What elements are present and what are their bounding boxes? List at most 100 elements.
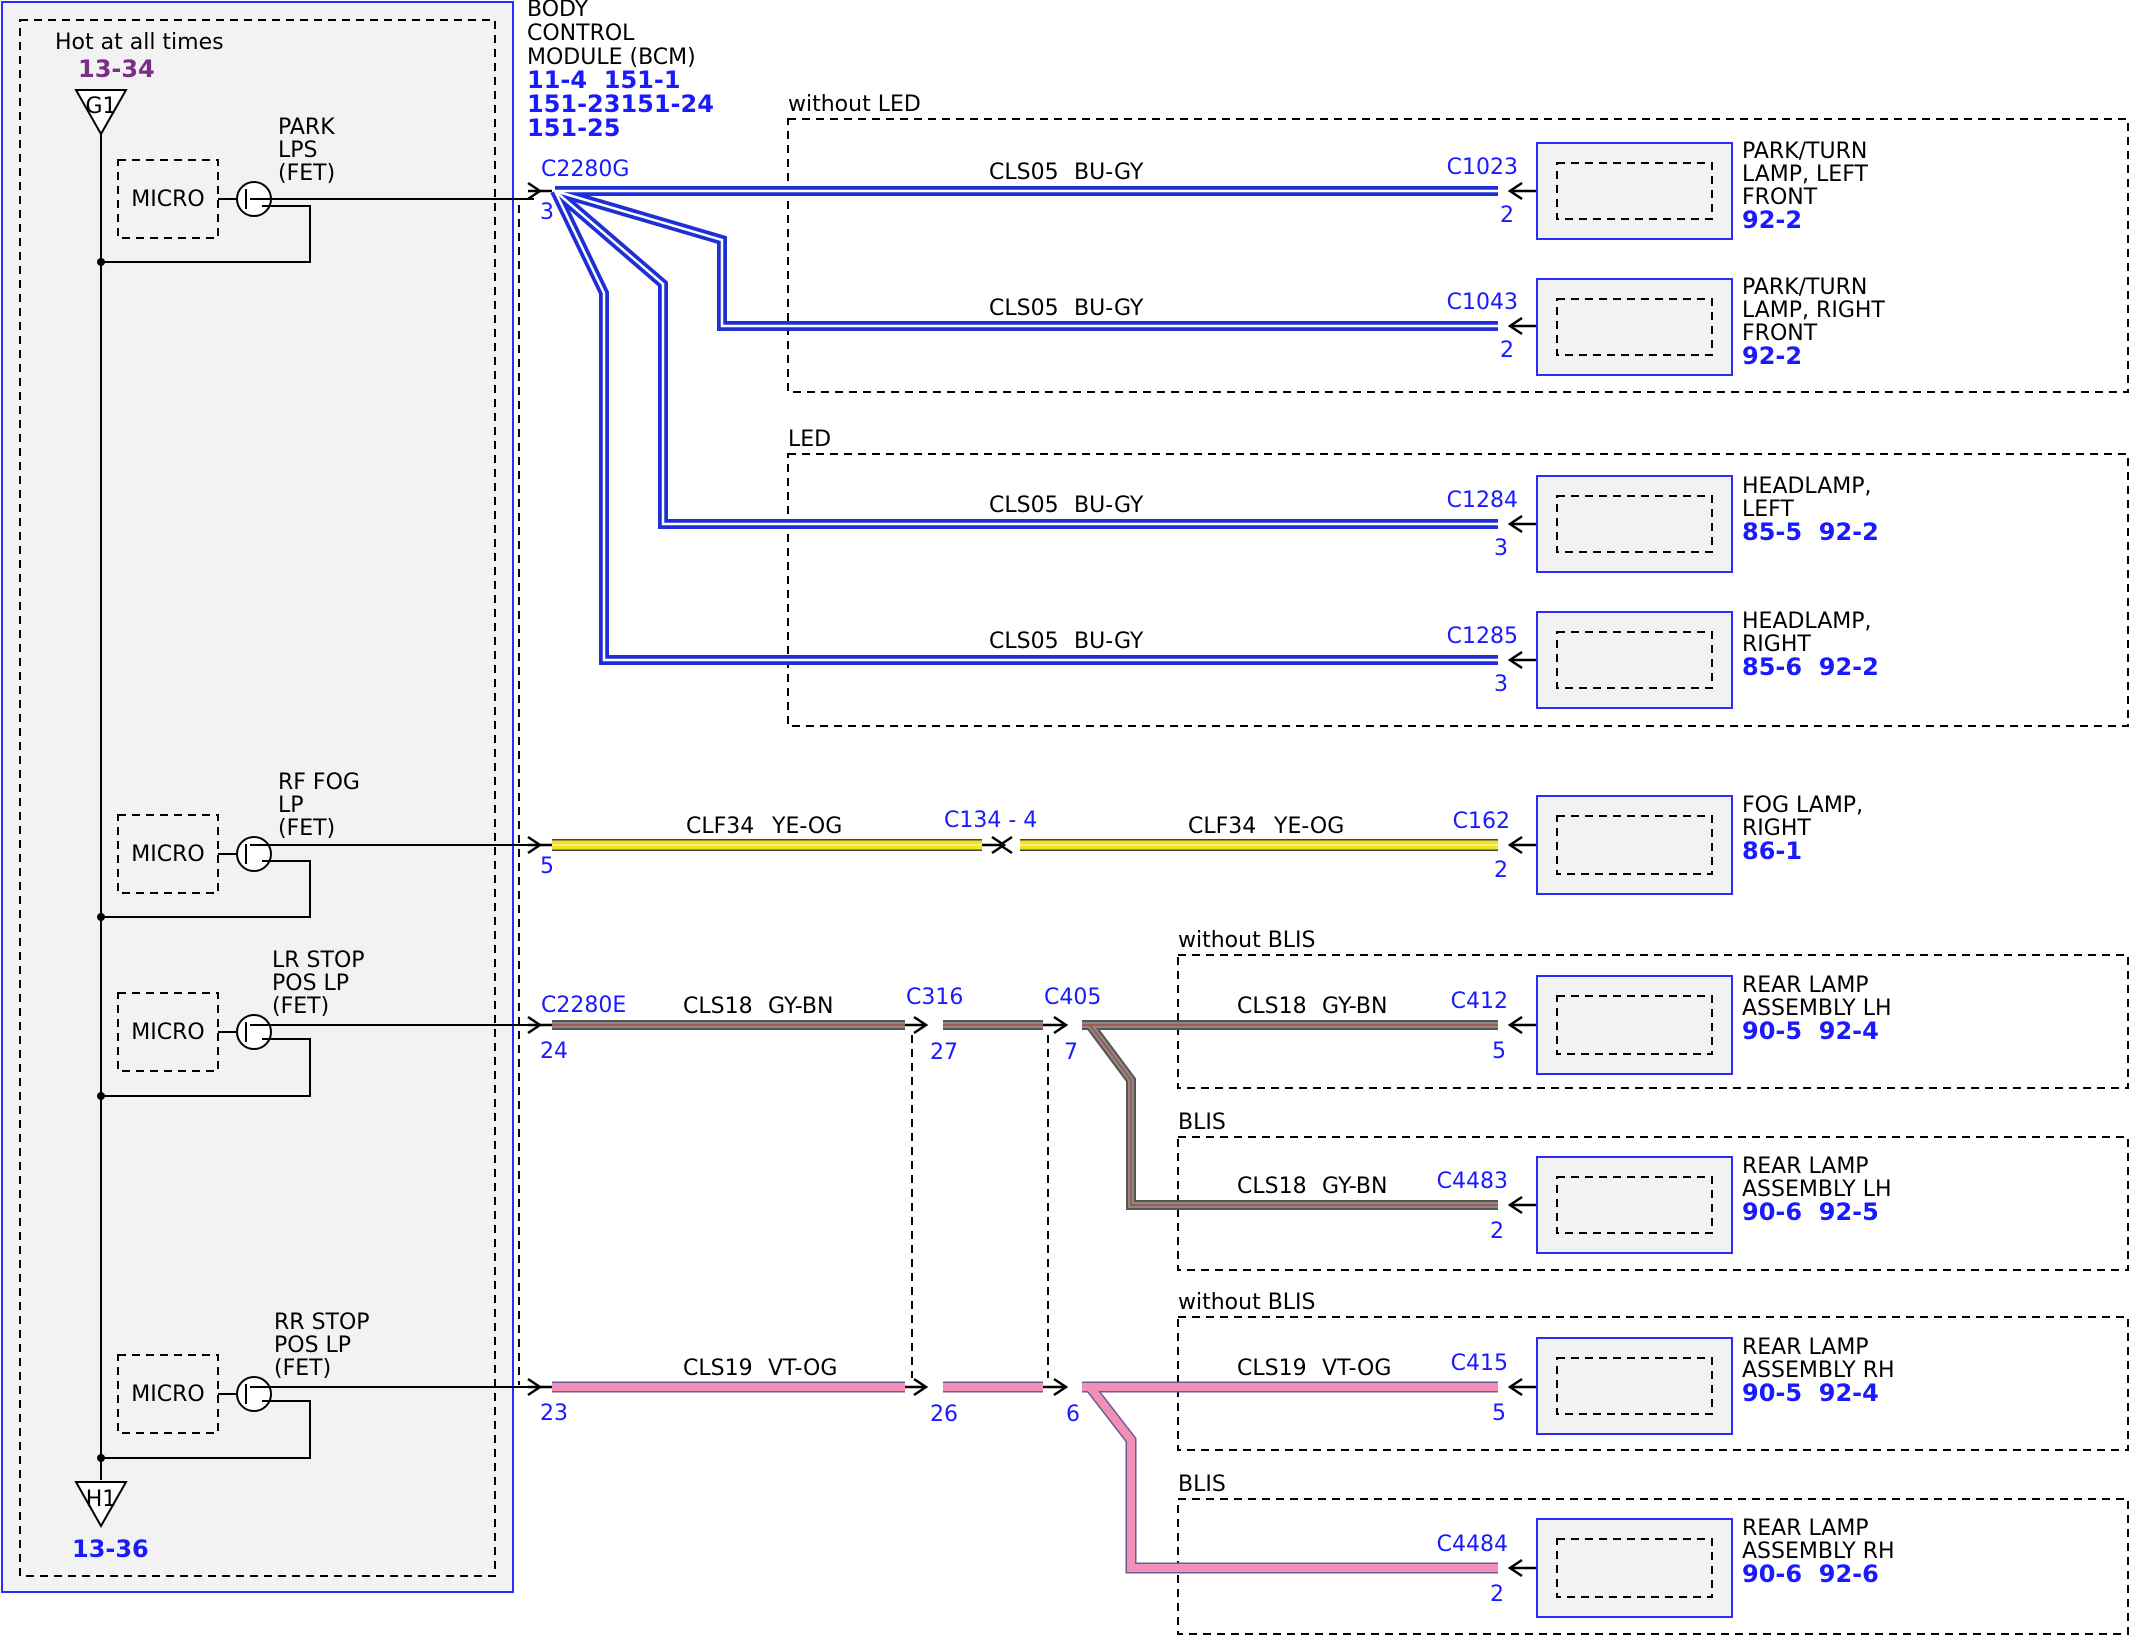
load-name-line-2: LAMP, LEFT xyxy=(1742,162,1868,187)
bcm-frame xyxy=(1,1,514,1593)
load-connector-id: C415 xyxy=(1451,1351,1508,1376)
load-inner-dashed xyxy=(1556,815,1713,875)
wire-circuit-label: CLS05 xyxy=(989,493,1059,518)
bcm-title-block: BODY CONTROL MODULE (BCM) 11-4 151-1 151… xyxy=(527,0,714,142)
wire-c1043-core xyxy=(554,189,1498,328)
output-name-line-1: RR STOP xyxy=(274,1310,370,1335)
pin-number: 27 xyxy=(930,1040,958,1065)
micro-box xyxy=(117,1354,219,1434)
pin-arrows xyxy=(527,181,1536,1578)
load-page-refs: 85-6 92-2 xyxy=(1742,653,1879,681)
c134-female-arrow-icon xyxy=(997,835,1013,855)
wire-group-bu-gy xyxy=(550,186,1498,665)
wire-color-label: VT-OG xyxy=(1322,1356,1391,1381)
load-inner-dashed xyxy=(1556,1176,1713,1234)
wire-circuit-label: CLF34 xyxy=(1188,814,1256,839)
wire-color-label: BU-GY xyxy=(1074,160,1144,185)
wire-circuit-label: CLS18 xyxy=(1237,1174,1307,1199)
section-label: BLIS xyxy=(1178,1110,1226,1135)
section-label: without LED xyxy=(788,92,921,117)
wire-color-label: GY-BN xyxy=(1322,994,1387,1019)
load-headlamp-right: C1285 3 HEADLAMP, RIGHT 85-6 92-2 xyxy=(1447,609,1879,709)
load-page-refs: 85-5 92-2 xyxy=(1742,518,1879,546)
output-name-line-3: (FET) xyxy=(278,816,335,841)
wire-c1284 xyxy=(551,187,1498,529)
load-name-line-1: REAR LAMP xyxy=(1742,973,1869,998)
micro-box xyxy=(117,992,219,1072)
pin-number: 23 xyxy=(540,1401,568,1426)
wire-labels: CLS05 BU-GY CLS05 BU-GY CLS05 BU-GY CLS0… xyxy=(683,160,1391,1381)
wire-color-label: GY-BN xyxy=(768,994,833,1019)
section-box-without-led xyxy=(787,118,2129,393)
load-name-line-2: RIGHT xyxy=(1742,816,1811,841)
wire-c1285 xyxy=(550,188,1498,665)
load-connector-id: C1023 xyxy=(1447,155,1518,180)
load-box xyxy=(1536,475,1733,573)
wire-color-label: YE-OG xyxy=(1273,814,1344,839)
load-pin-number: 2 xyxy=(1490,1582,1504,1607)
load-rear-lamp-lh: C412 5 REAR LAMP ASSEMBLY LH 90-5 92-4 xyxy=(1451,973,1892,1075)
bcm-refs-line-1: 11-4 151-1 xyxy=(527,66,681,94)
wire-circuit-label: CLF34 xyxy=(686,814,754,839)
h1-triangle-icon xyxy=(74,1481,128,1529)
load-rear-lamp-rh-blis: C4484 2 REAR LAMP ASSEMBLY RH 90-6 92-6 xyxy=(1437,1516,1895,1618)
wire-color-label: VT-OG xyxy=(768,1356,837,1381)
load-box xyxy=(1536,795,1733,895)
load-box xyxy=(1536,611,1733,709)
load-page-refs: 90-6 92-5 xyxy=(1742,1198,1879,1226)
load-name-line-2: ASSEMBLY RH xyxy=(1742,1358,1895,1383)
load-pin-number: 5 xyxy=(1492,1039,1506,1064)
wire-circuit-label: CLS05 xyxy=(989,296,1059,321)
bottom-page-ref: 13-36 xyxy=(72,1535,149,1563)
wire-c1284-core xyxy=(554,190,1498,526)
load-inner-dashed xyxy=(1556,995,1713,1055)
bcm-title-line-2: CONTROL xyxy=(527,21,635,46)
load-box xyxy=(1536,1156,1733,1254)
bcm-output-lr-stop: MICRO LR STOP POS LP (FET) xyxy=(97,948,534,1100)
h1-label: H1 xyxy=(86,1487,117,1512)
wire-circuit-label: CLS05 xyxy=(989,160,1059,185)
fet-return-line xyxy=(101,1038,311,1097)
wire-group-vt-og xyxy=(552,1381,1498,1574)
output-name-line-2: POS LP xyxy=(274,1333,351,1358)
fet-return-line xyxy=(101,860,311,918)
bus-junction-dot xyxy=(97,913,105,921)
load-inner-dashed xyxy=(1556,495,1713,553)
wire-circuit-label: CLS18 xyxy=(1237,994,1307,1019)
load-pin-number: 2 xyxy=(1500,203,1514,228)
load-page-refs: 90-5 92-4 xyxy=(1742,1017,1879,1045)
connector-c316: C316 xyxy=(906,985,963,1010)
bcm-refs-line-2: 151-23151-24 xyxy=(527,90,714,118)
section-label: BLIS xyxy=(1178,1472,1226,1497)
wire-circuit-label: CLS18 xyxy=(683,994,753,1019)
wire-color-label: BU-GY xyxy=(1074,296,1144,321)
load-components: C1023 2 PARK/TURN LAMP, LEFT FRONT 92-2 … xyxy=(1437,139,1895,1618)
g1-label: G1 xyxy=(85,94,116,119)
load-name-line-1: HEADLAMP, xyxy=(1742,474,1872,499)
load-headlamp-left: C1284 3 HEADLAMP, LEFT 85-5 92-2 xyxy=(1447,474,1879,573)
bcm-module: Hot at all times 13-34 G1 H1 13-36 MICRO… xyxy=(1,1,534,1593)
load-name-line-3: FRONT xyxy=(1742,321,1818,346)
bcm-refs-line-3: 151-25 xyxy=(527,114,620,142)
pin-number: 24 xyxy=(540,1039,568,1064)
load-box xyxy=(1536,278,1733,376)
bcm-output-rr-stop: MICRO RR STOP POS LP (FET) xyxy=(97,1310,534,1462)
load-name-line-1: REAR LAMP xyxy=(1742,1335,1869,1360)
output-name-line-2: LPS xyxy=(278,138,318,163)
micro-label: MICRO xyxy=(131,1382,204,1407)
pin-number: 3 xyxy=(540,200,554,225)
wire-color-label: BU-GY xyxy=(1074,629,1144,654)
output-name-line-3: (FET) xyxy=(278,161,335,186)
connector-c2280e: C2280E xyxy=(541,993,626,1018)
load-name-line-1: REAR LAMP xyxy=(1742,1154,1869,1179)
load-name-line-2: ASSEMBLY LH xyxy=(1742,1177,1892,1202)
load-pin-number: 2 xyxy=(1500,338,1514,363)
load-pin-number: 2 xyxy=(1494,858,1508,883)
load-connector-id: C1285 xyxy=(1447,624,1518,649)
section-label: LED xyxy=(788,427,831,452)
top-page-ref: 13-34 xyxy=(78,55,155,83)
wire-color-label: YE-OG xyxy=(771,814,842,839)
micro-label: MICRO xyxy=(131,1020,204,1045)
load-pin-number: 2 xyxy=(1490,1219,1504,1244)
load-inner-dashed xyxy=(1556,1357,1713,1415)
